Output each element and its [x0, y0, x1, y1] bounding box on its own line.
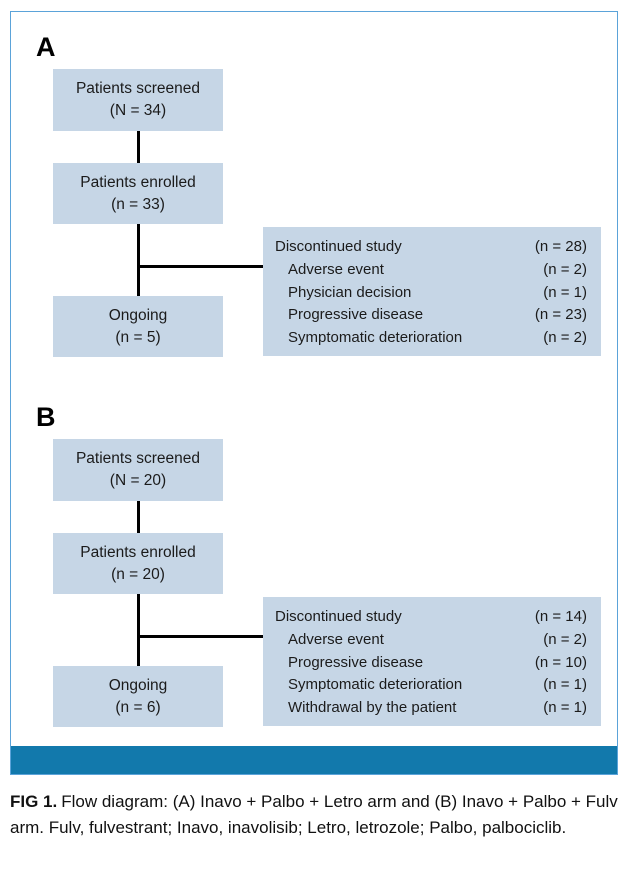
panel-b-box-patients-enrolled: Patients enrolled (n = 20)	[53, 533, 223, 594]
panel-a-reason-label-3: Symptomatic deterioration	[288, 329, 463, 347]
panel-b-reason-count-2: (n = 1)	[543, 676, 587, 694]
panel-b-screened-label: Patients screened	[75, 450, 201, 467]
panel-a-reason-count-1: (n = 1)	[543, 283, 587, 301]
panel-a-screened-count: (N = 34)	[109, 102, 167, 119]
panel-a-box-discontinued-study: Discontinued study (n = 28) Adverse even…	[263, 227, 601, 356]
panel-b-enrolled-count: (n = 20)	[111, 565, 165, 583]
panel-a-box-patients-screened: Patients screened (N = 34)	[53, 69, 223, 131]
panel-b-enrolled-label: Patients enrolled	[80, 543, 196, 561]
panel-a-discontinued-header-label: Discontinued study	[275, 238, 402, 255]
figure-caption-text: Flow diagram: (A) Inavo + Palbo + Letro …	[10, 792, 618, 837]
panel-b-discontinued-header-row: Discontinued study (n = 14)	[275, 606, 587, 629]
panel-b-reason-row-1: Progressive disease (n = 10)	[275, 652, 587, 675]
panel-b-box-discontinued-study: Discontinued study (n = 14) Adverse even…	[263, 597, 601, 726]
figure-bottom-accent-bar	[11, 746, 617, 774]
figure-caption: FIG 1.Flow diagram: (A) Inavo + Palbo + …	[10, 789, 624, 841]
panel-a-enrolled-label: Patients enrolled	[80, 173, 196, 191]
panel-b-reason-label-1: Progressive disease	[288, 653, 424, 671]
panel-b-reason-row-2: Symptomatic deterioration (n = 1)	[275, 674, 587, 697]
panel-a-reason-row-0: Adverse event (n = 2)	[275, 259, 587, 282]
panel-a-connector-enrolled-to-ongoing	[137, 224, 140, 298]
panel-b-box-patients-screened: Patients screened (N = 20)	[53, 439, 223, 501]
panel-b: B Patients screened (N = 20) Patients en…	[11, 382, 617, 727]
panel-a-ongoing-label: Ongoing	[108, 306, 168, 324]
panel-a-reason-count-0: (n = 2)	[543, 260, 587, 278]
panel-b-reason-row-3: Withdrawal by the patient (n = 1)	[275, 697, 587, 720]
panel-b-reason-count-1: (n = 10)	[534, 653, 587, 671]
panel-b-connector-branch-to-discontinued	[137, 635, 265, 638]
panel-a-reason-count-3: (n = 2)	[543, 329, 587, 347]
panel-a-screened-label: Patients screened	[75, 80, 201, 97]
panel-a-box-patients-enrolled: Patients enrolled (n = 33)	[53, 163, 223, 224]
panel-b-letter: B	[36, 402, 56, 432]
panel-a-ongoing-count: (n = 5)	[115, 328, 161, 346]
panel-b-connector-enrolled-to-ongoing	[137, 594, 140, 668]
panel-b-reason-count-3: (n = 1)	[543, 699, 587, 717]
panel-a-enrolled-count: (n = 33)	[111, 195, 165, 213]
panel-a-connector-branch-to-discontinued	[137, 265, 265, 268]
panel-b-reason-label-2: Symptomatic deterioration	[288, 676, 463, 694]
panel-b-screened-count: (N = 20)	[109, 472, 167, 489]
panel-a-connector-screened-to-enrolled	[137, 131, 140, 164]
panel-a-reason-label-0: Adverse event	[288, 260, 384, 278]
panel-b-reason-count-0: (n = 2)	[543, 630, 587, 648]
panel-a-reason-row-1: Physician decision (n = 1)	[275, 282, 587, 305]
panel-a-reason-count-2: (n = 23)	[534, 306, 587, 324]
panel-b-reason-row-0: Adverse event (n = 2)	[275, 629, 587, 652]
panel-b-ongoing-count: (n = 6)	[115, 698, 161, 716]
panel-b-reason-label-0: Adverse event	[288, 630, 384, 648]
panel-a-reason-row-2: Progressive disease (n = 23)	[275, 304, 587, 327]
panel-b-discontinued-header-label: Discontinued study	[275, 608, 402, 625]
panel-a-box-ongoing: Ongoing (n = 5)	[53, 296, 223, 357]
panel-b-discontinued-header-count: (n = 14)	[534, 608, 587, 625]
panel-b-box-ongoing: Ongoing (n = 6)	[53, 666, 223, 727]
panel-a-reason-label-2: Progressive disease	[288, 306, 424, 324]
figure-caption-label: FIG 1.	[10, 792, 58, 811]
panel-a-discontinued-header-count: (n = 28)	[534, 238, 587, 255]
figure-frame: A Patients screened (N = 34) Patients en…	[10, 11, 618, 775]
panel-a-discontinued-header-row: Discontinued study (n = 28)	[275, 236, 587, 259]
panel-b-reason-label-3: Withdrawal by the patient	[288, 699, 457, 717]
panel-b-ongoing-label: Ongoing	[108, 676, 168, 694]
panel-a: A Patients screened (N = 34) Patients en…	[11, 12, 617, 382]
panel-a-reason-label-1: Physician decision	[288, 283, 412, 301]
panel-a-letter: A	[36, 32, 56, 62]
panel-a-reason-row-3: Symptomatic deterioration (n = 2)	[275, 327, 587, 350]
panel-b-connector-screened-to-enrolled	[137, 501, 140, 534]
